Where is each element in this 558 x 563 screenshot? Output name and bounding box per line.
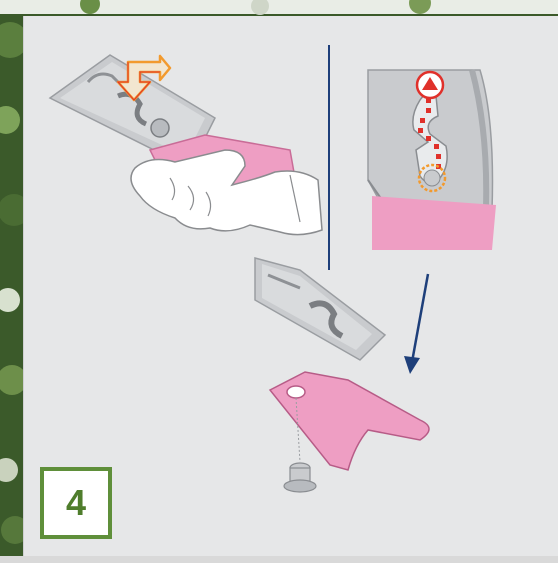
blade-bar-lower [255,258,385,360]
slot-direction-indicator-icon [368,70,496,250]
hand-holding-blade-icon [50,55,322,235]
step-number: 4 [66,485,86,521]
step-number-badge: 4 [40,467,112,539]
detached-blade [270,372,429,470]
assembly-direction-arrow-icon [404,274,428,374]
mounting-bolt-icon [284,463,316,492]
